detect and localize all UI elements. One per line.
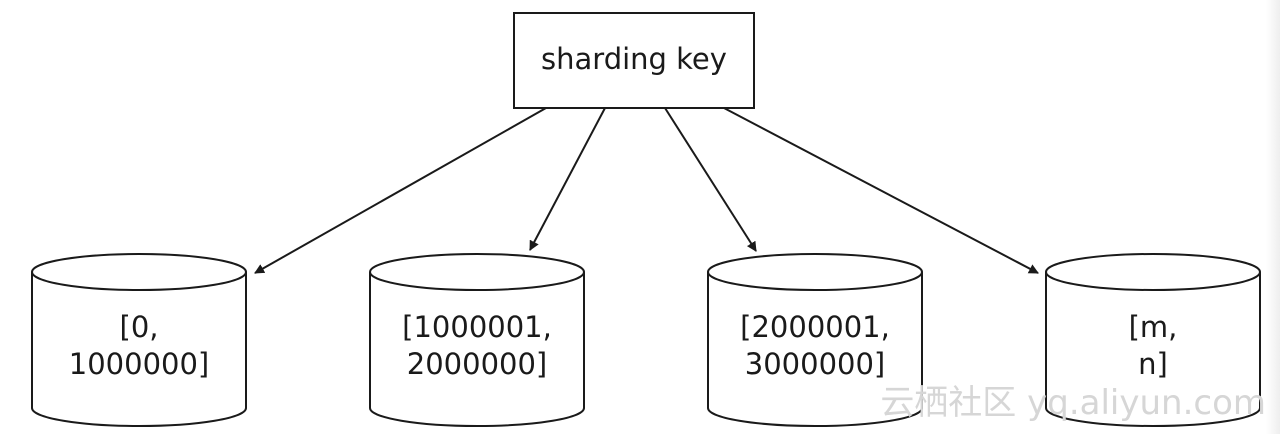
- shard-range-end: n]: [1138, 347, 1168, 381]
- shard-range-start: [m,: [1129, 310, 1178, 344]
- arrow-to-shard-1: [254, 107, 547, 274]
- shard-cylinder-4: [m, n]: [1045, 253, 1261, 427]
- shard-range-start: [2000001,: [740, 310, 890, 344]
- sharding-key-node: sharding key: [513, 12, 755, 109]
- sharding-key-label: sharding key: [541, 42, 727, 76]
- right-edge-shadow: [1266, 0, 1280, 434]
- cylinder-top: [369, 253, 585, 291]
- shard-cylinder-2: [1000001, 2000000]: [369, 253, 585, 427]
- cylinder-body: [369, 272, 585, 427]
- shard-range-end: 1000000]: [69, 347, 209, 381]
- cylinder-body: [1045, 272, 1261, 427]
- arrow-to-shard-2: [529, 107, 606, 251]
- arrow-to-shard-4: [723, 107, 1039, 274]
- watermark-text: 云栖社区 yq.aliyun.com: [880, 383, 1266, 423]
- cylinder-body: [31, 272, 247, 427]
- cylinder-top: [707, 253, 923, 291]
- arrow-to-shard-3: [664, 107, 757, 252]
- cylinder-top: [1045, 253, 1261, 291]
- cylinder-top: [31, 253, 247, 291]
- sharding-key-box: [513, 12, 755, 109]
- arrows: [254, 107, 1039, 274]
- shard-range-start: [1000001,: [402, 310, 552, 344]
- shard-range-start: [0,: [120, 310, 159, 344]
- shard-cylinder-1: [0, 1000000]: [31, 253, 247, 427]
- shard-range-end: 3000000]: [745, 347, 885, 381]
- shard-cylinder-3: [2000001, 3000000]: [707, 253, 923, 427]
- shard-range-end: 2000000]: [407, 347, 547, 381]
- cylinder-body: [707, 272, 923, 427]
